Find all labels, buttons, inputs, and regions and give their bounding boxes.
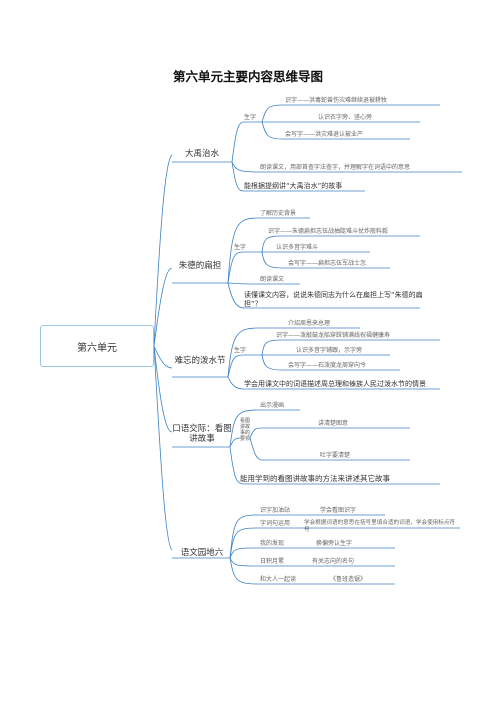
unit-5-item-3-value: 换偏旁认生字 <box>316 540 353 547</box>
unit-3-duoyin: 认识多音字铺跟，示字旁 <box>296 347 363 354</box>
unit-2-title: 朱德的扁担 <box>178 261 222 271</box>
unit-1-shizi: 识字——洪毒蛇兽伤灾难继续退被耕牧 <box>285 97 388 104</box>
unit-3-title: 难忘的泼水节 <box>174 356 226 366</box>
unit-5-item-5-value: 《鲁班造锯》 <box>330 576 367 583</box>
unit-3-xiezi: 会写字——石泼度龙周穿向今 <box>288 362 367 369</box>
unit-2-beijing: 了解历史背景 <box>260 210 297 217</box>
unit-2-shengzi: 生字 <box>234 244 247 251</box>
unit-1-langdu: 朗读课文，用部首查字法查字，并理解字在词语中的意思 <box>260 164 411 171</box>
unit-5-item-3-label: 我的发现 <box>260 540 285 547</box>
unit-4-side-label: 看图讲故事的要领 <box>240 418 251 442</box>
unit-5-title: 语文园地六 <box>180 548 224 558</box>
unit-4-jiangqing: 讲清楚图意 <box>318 420 349 427</box>
root-node: 第六单元 <box>40 325 154 367</box>
unit-1-xiezi: 会写字——洪灾难退认被业产 <box>285 131 364 138</box>
unit-5-item-2-label: 字词句运用 <box>260 520 291 527</box>
unit-5-item-2-value: 学会根据词语的意思在括号里填合适的词语，学会使用标点符号 <box>304 520 456 533</box>
unit-1-shengzi: 生字 <box>244 114 257 121</box>
unit-3-shizi: 识字——泼敲鼓龙船穿踩铺满线祝福健康寿 <box>276 332 391 339</box>
unit-2-xiezi: 会写字——扁担志伍军战士怎 <box>288 260 367 267</box>
page-title: 第六单元主要内容思维导图 <box>172 69 323 84</box>
unit-5-item-4-value: 有关志向的名句 <box>312 558 355 565</box>
unit-1-renshi: 认识衣字旁、竖心旁 <box>318 114 373 121</box>
unit-5-item-1-value: 学会看图识字 <box>320 507 357 514</box>
unit-3-jieshao: 介绍周恩来总理 <box>288 320 331 327</box>
unit-2-shizi: 识字——朱德扁担志伍战抽陡难斗仗炸般料毅 <box>268 228 389 235</box>
unit-4-title: 口语交际：看图讲故事 <box>172 424 232 444</box>
unit-4-chushi: 出示漫画 <box>260 402 285 409</box>
unit-3-shengzi: 生字 <box>234 347 247 354</box>
unit-4-tuchi: 吐字要清楚 <box>320 452 351 459</box>
unit-1-jiang: 能根据提纲讲“大禹治水”的故事 <box>244 182 343 190</box>
unit-2-duoyin: 认识多音字难斗 <box>276 244 319 251</box>
unit-4-nengyong: 能用学到的看图讲故事的方法来讲述其它故事 <box>240 474 390 483</box>
unit-3-xuehui: 学会用课文中的词语描述周总理和傣族人民过泼水节的情景 <box>244 380 426 388</box>
unit-5-item-1-label: 识字加油站 <box>260 507 291 514</box>
unit-1-title: 大禹治水 <box>184 149 219 159</box>
unit-5-item-4-label: 日积月累 <box>260 558 285 565</box>
unit-2-question: 读懂课文内容，说说朱德同志为什么在扁担上写“朱德的扁担”？ <box>244 291 423 309</box>
unit-2-langdu: 朗读课文 <box>260 276 285 283</box>
unit-5-item-5-label: 和大人一起读 <box>260 576 297 583</box>
